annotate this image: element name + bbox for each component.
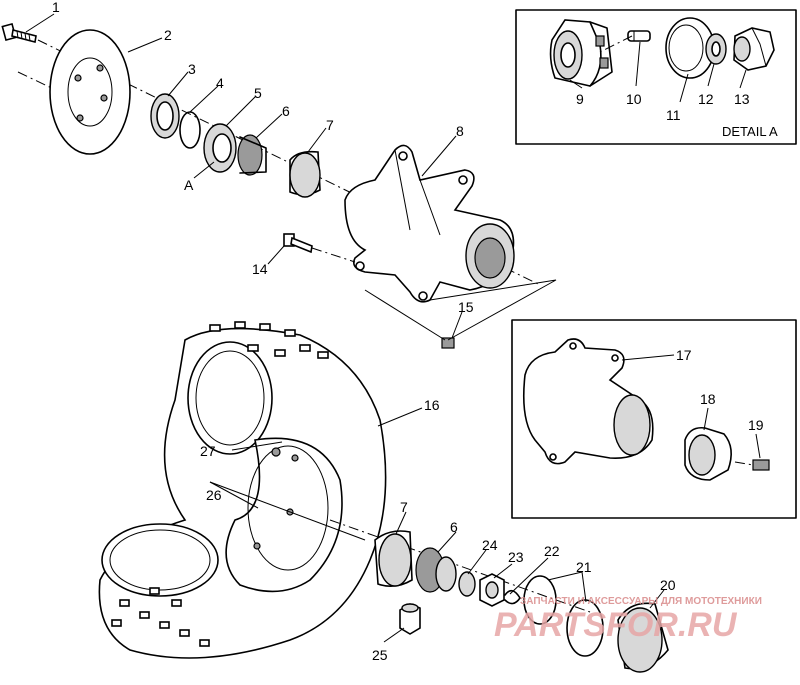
callout-24: 24: [482, 537, 498, 553]
callout-5: 5: [254, 85, 262, 101]
callout-3: 3: [188, 61, 196, 77]
bearing-part: [203, 123, 267, 176]
lug-nut-part: [399, 603, 421, 635]
callout-27: 27: [200, 443, 216, 459]
callout-1: 1: [52, 0, 60, 15]
detail-a-frame: [515, 9, 797, 145]
bearing-cap-part: [684, 426, 732, 481]
callout-15: 15: [458, 299, 474, 315]
seal-part: [150, 93, 180, 139]
lower-race-part: [374, 530, 413, 588]
callout-18: 18: [700, 391, 716, 407]
alternate-hub-frame: [511, 319, 797, 519]
callout-25: 25: [372, 647, 388, 663]
callout-13: 13: [734, 91, 750, 107]
detail-a-parts: [549, 17, 775, 87]
lower-bearing-part: [415, 547, 457, 593]
callout-6: 6: [282, 103, 290, 119]
callout-23: 23: [508, 549, 524, 565]
callout-2: 2: [164, 27, 172, 43]
watermark: ЗАПЧАСТИ И АКСЕССУАРЫ ДЛЯ МОТОТЕХНИКИ PA…: [494, 596, 762, 644]
hub-part: [344, 144, 515, 303]
callout-22: 22: [544, 543, 560, 559]
leader-lines: [25, 13, 761, 643]
snap-ring-part: [179, 111, 201, 149]
stud-part: [283, 233, 313, 254]
bolt-part: [1, 22, 37, 43]
tire-part: [98, 321, 387, 659]
race-part: [289, 150, 321, 198]
cotter-pin-part: [504, 589, 521, 605]
callout-labels: 1 2 3 4 5 A 6 7 8 9 10 11 12 13 14 15 16…: [52, 0, 778, 663]
callout-7: 7: [326, 117, 334, 133]
callout-19: 19: [748, 417, 764, 433]
callout-14: 14: [252, 261, 268, 277]
callout-11: 11: [666, 107, 681, 123]
callout-17: 17: [676, 347, 692, 363]
callout-4: 4: [216, 75, 224, 91]
callout-9: 9: [576, 91, 584, 107]
callout-10: 10: [626, 91, 642, 107]
nut-part: [441, 337, 455, 349]
callout-12: 12: [698, 91, 714, 107]
watermark-brand: PARTSFOR.RU: [494, 606, 738, 644]
cap-bolt-part: [734, 459, 770, 471]
callout-20: 20: [660, 577, 676, 593]
detail-a-label: DETAIL A: [722, 124, 778, 139]
hub-cap-part: [617, 602, 669, 673]
callout-6-lower: 6: [450, 519, 458, 535]
callout-7-lower: 7: [400, 499, 408, 515]
brake-disc-part: [49, 29, 131, 155]
o-ring-part: [523, 575, 557, 625]
alternate-hub-part: [522, 338, 654, 465]
axle-nut-part: [479, 573, 505, 607]
callout-a: A: [184, 177, 194, 193]
callout-26: 26: [206, 487, 222, 503]
callout-8: 8: [456, 123, 464, 139]
callout-21: 21: [576, 559, 592, 575]
callout-16: 16: [424, 397, 440, 413]
watermark-tagline: ЗАПЧАСТИ И АКСЕССУАРЫ ДЛЯ МОТОТЕХНИКИ: [520, 596, 762, 607]
washer-part: [458, 571, 476, 597]
